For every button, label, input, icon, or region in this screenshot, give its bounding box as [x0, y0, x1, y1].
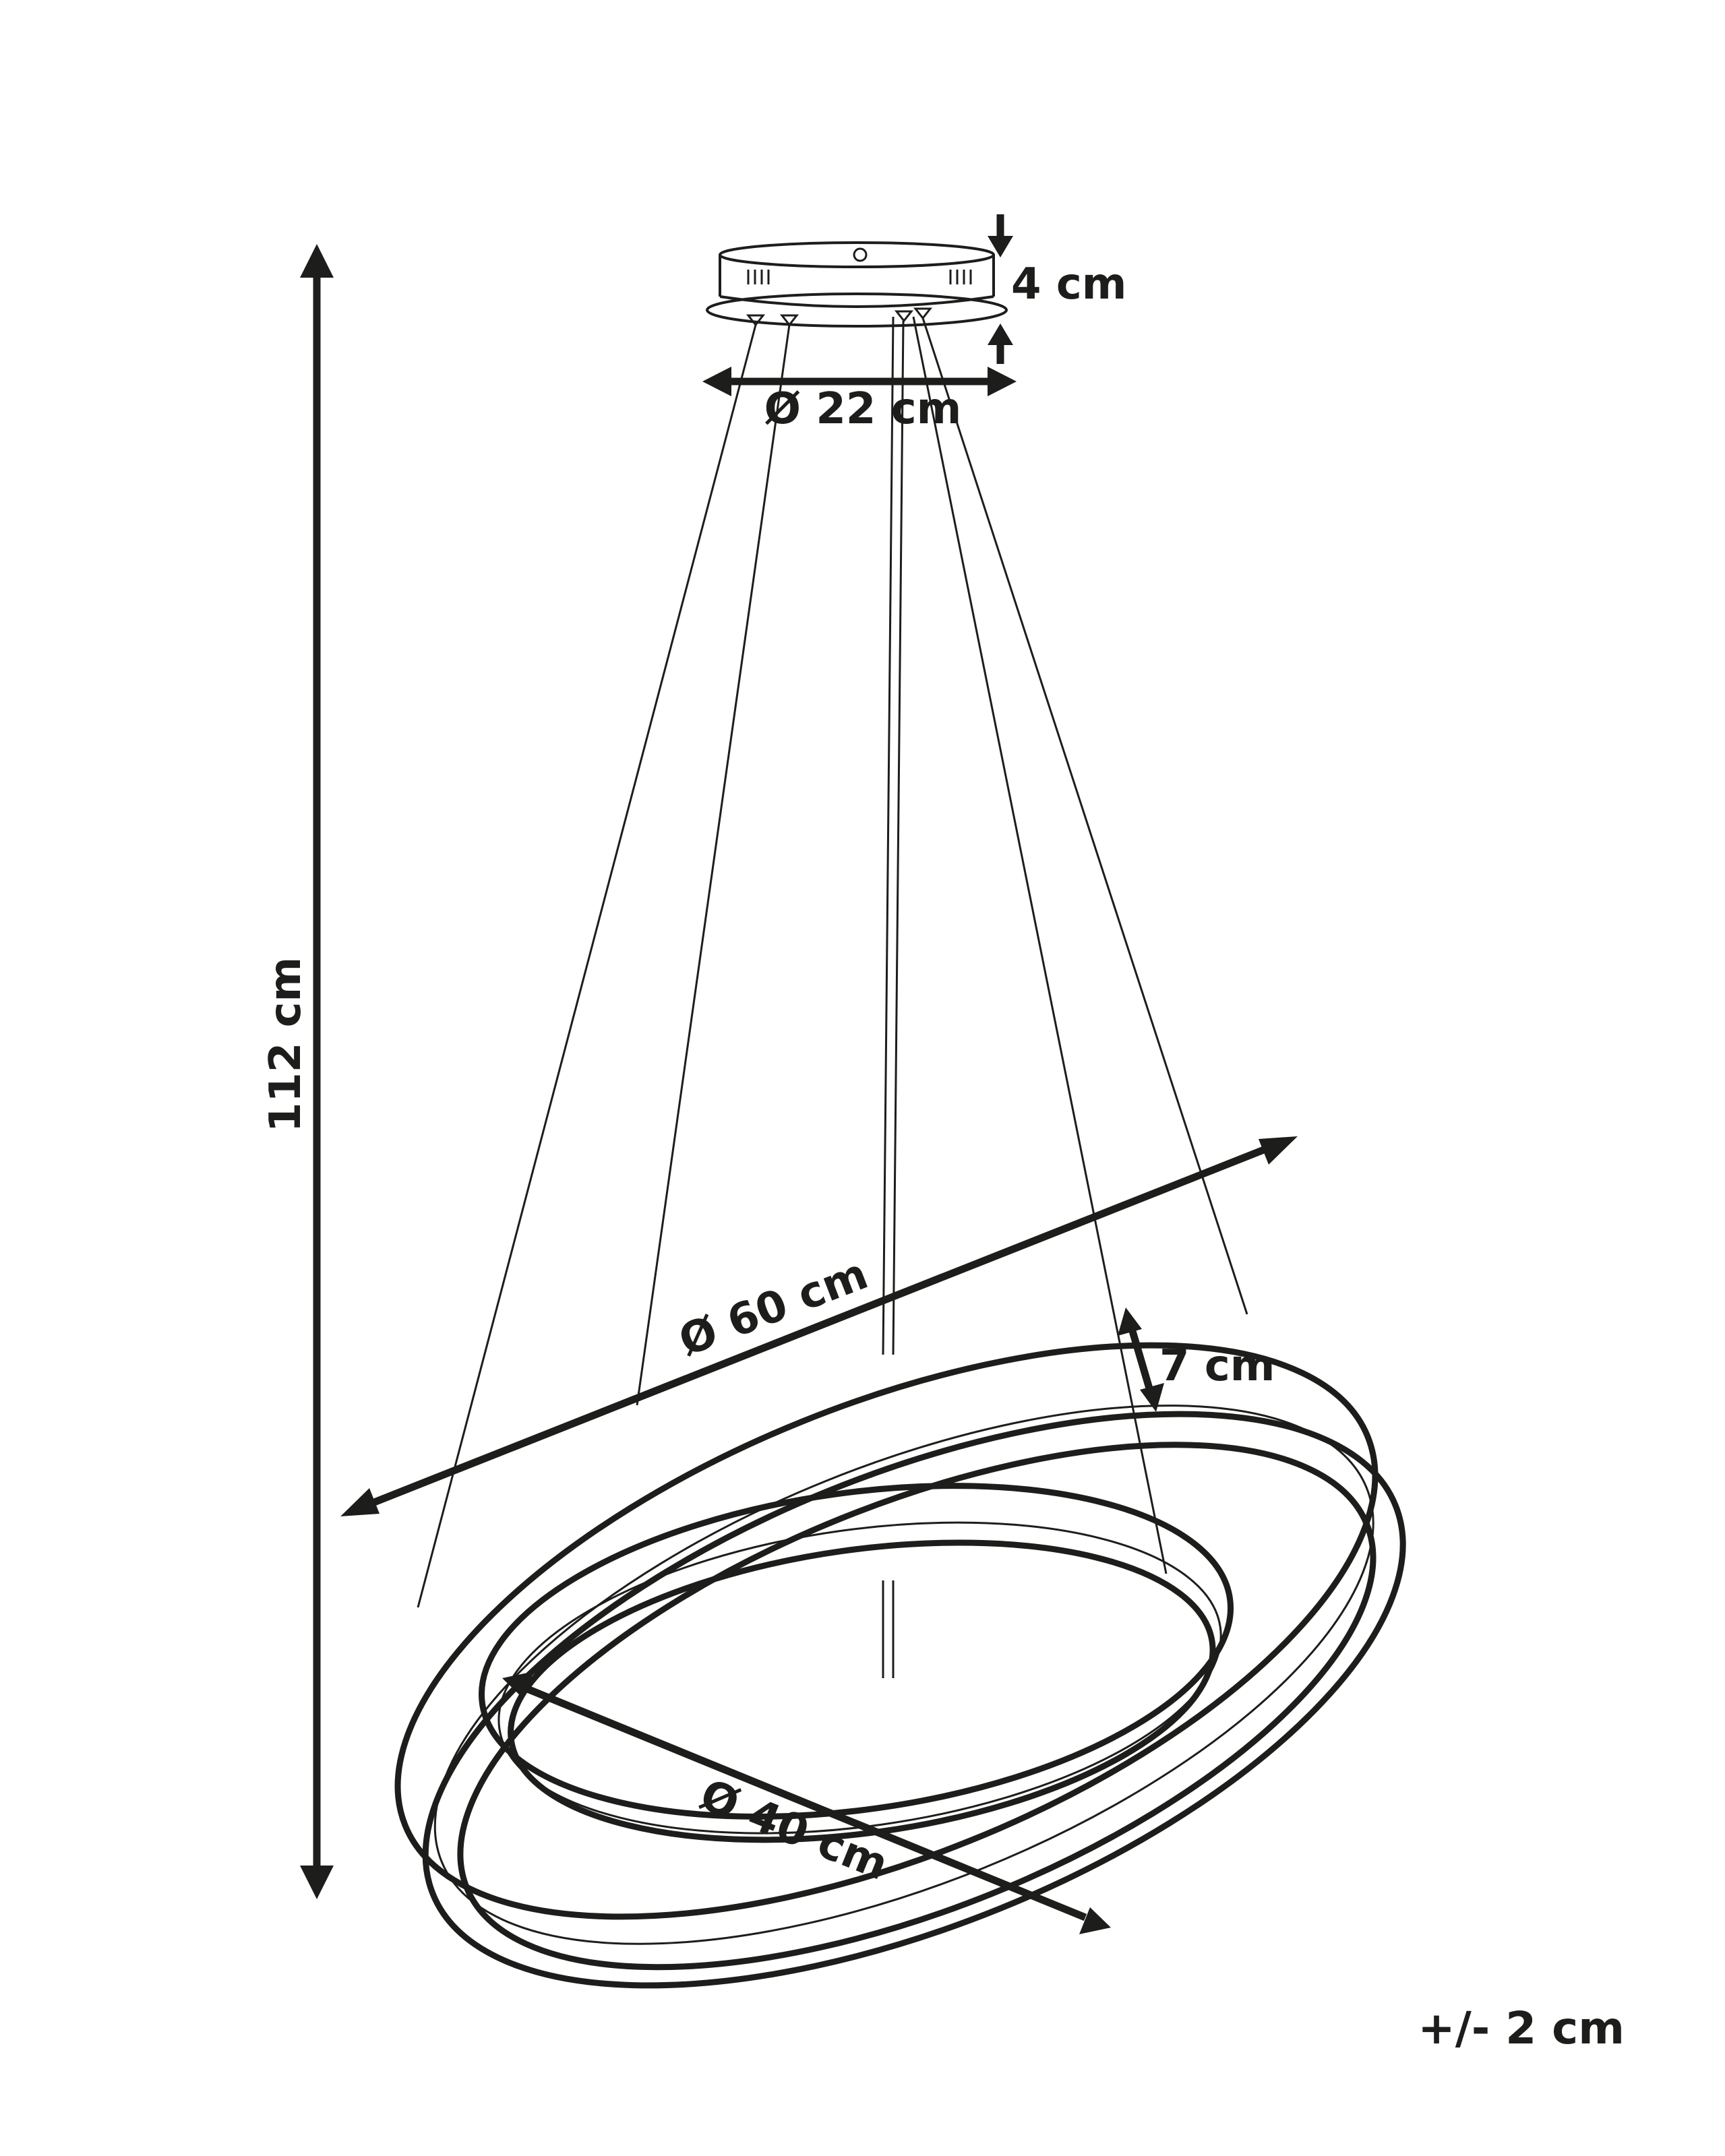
canopy-height-arrows [988, 214, 1013, 364]
inner-ring [478, 1483, 1234, 1843]
outer-diameter-arrow [340, 1136, 1298, 1516]
height-dimension-arrow [300, 244, 334, 1899]
inner-diameter-arrow [502, 1671, 1111, 1934]
ceiling-canopy [706, 241, 1008, 328]
height-total-label: 112 cm [261, 957, 311, 1133]
canopy-diameter-arrow [702, 367, 1017, 396]
suspension-cables [417, 316, 1248, 1678]
lamp-illustration [394, 241, 1406, 1989]
ring-height-label: 7 cm [1159, 1341, 1275, 1391]
tolerance-note: +/- 2 cm [1418, 2002, 1625, 2054]
canopy-height-label: 4 cm [1011, 259, 1126, 309]
canopy-diameter-label: Ø 22 cm [764, 384, 962, 434]
dimension-labels: 112 cm 4 cm Ø 22 cm Ø 60 cm 7 cm Ø 40 cm… [261, 259, 1625, 2054]
ring-height-arrow [1118, 1307, 1164, 1412]
dimension-lines [300, 214, 1298, 1934]
outer-ring [394, 1342, 1406, 1989]
outer-ring-diameter-label: Ø 60 cm [673, 1249, 875, 1366]
